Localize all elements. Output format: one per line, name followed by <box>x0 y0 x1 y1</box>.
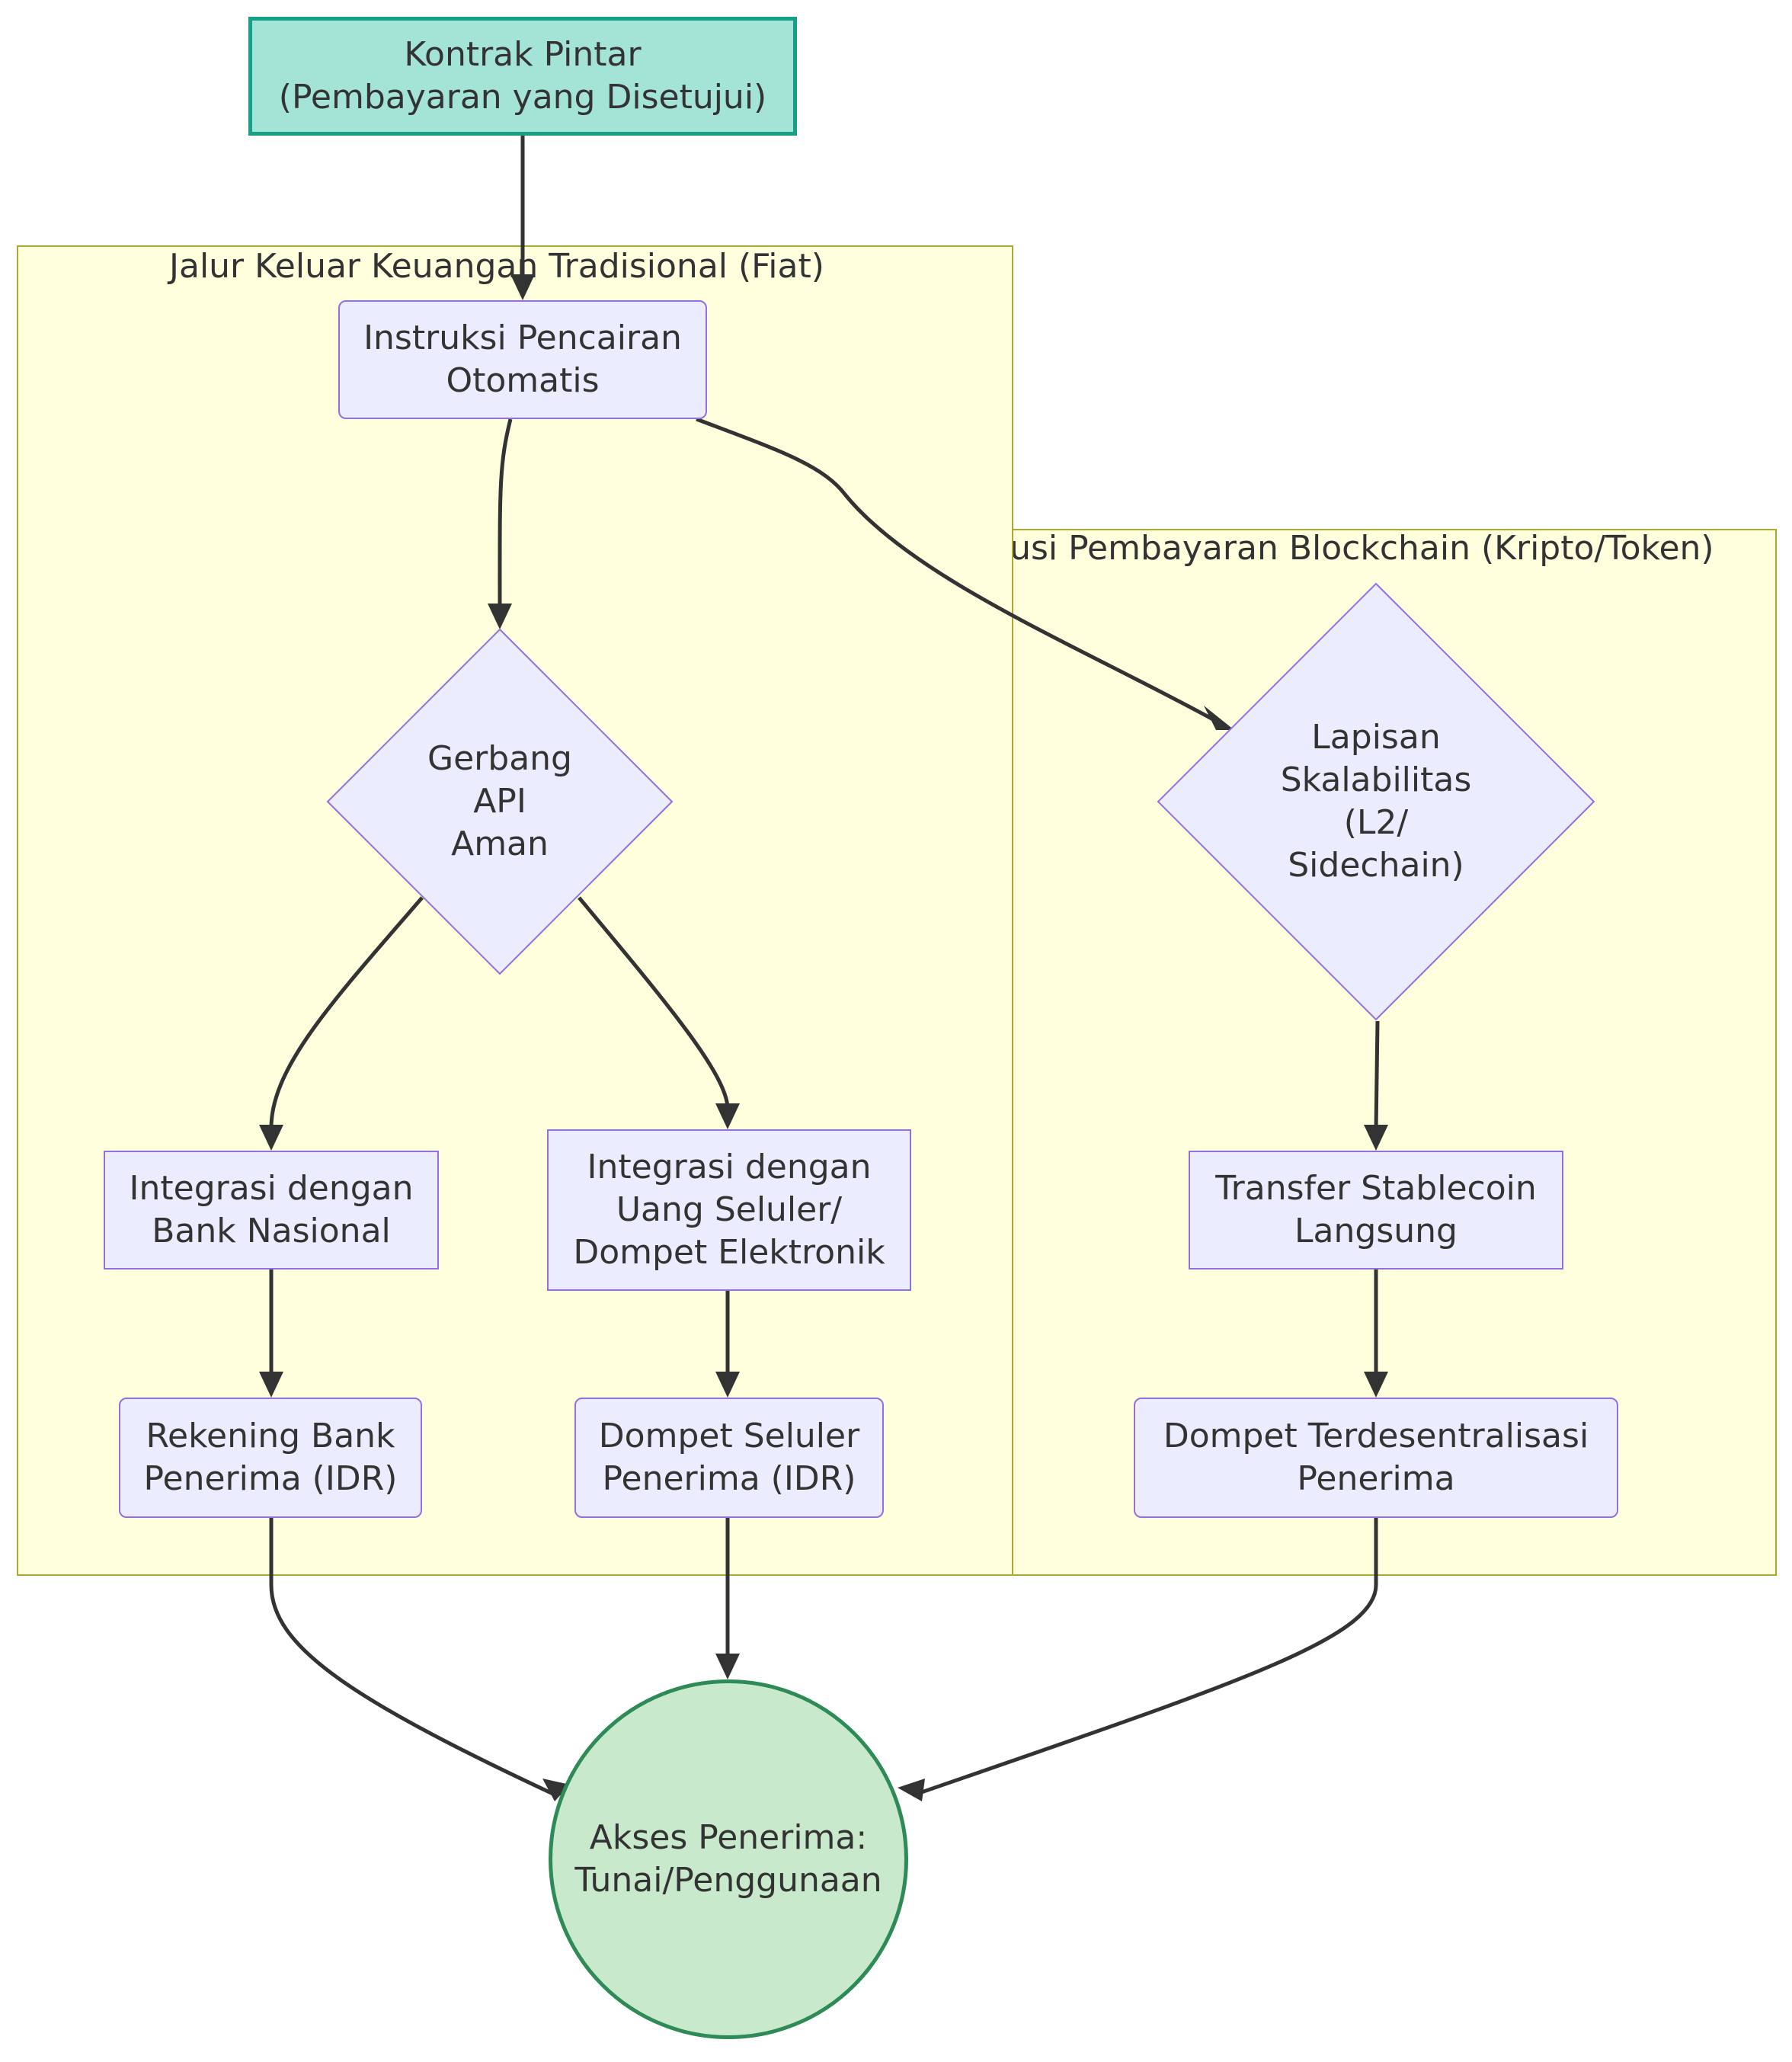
arrowhead-akses-right <box>898 1779 925 1801</box>
node-integrasi-bank: Integrasi dengan Bank Nasional <box>104 1151 439 1270</box>
node-transfer-stablecoin-label: Transfer Stablecoin Langsung <box>1215 1169 1537 1250</box>
edge-instruksi-gerbang <box>498 418 513 610</box>
arrowhead-akses-mid <box>715 1654 740 1679</box>
node-dompet-seluler-label: Dompet Seluler Penerima (IDR) <box>598 1417 860 1498</box>
edge-lapisan-stablecoin <box>1374 1020 1380 1132</box>
arrowhead-mobile <box>715 1103 740 1129</box>
lapisan-diamond <box>1157 582 1595 1021</box>
cluster-blockchain-label: Solusi Pembayaran Blockchain (Kripto/Tok… <box>958 529 1714 568</box>
arrowhead-rekening <box>259 1372 283 1398</box>
node-rekening-bank-label: Rekening Bank Penerima (IDR) <box>143 1417 398 1498</box>
arrowhead-instruksi <box>510 274 535 300</box>
node-akses-penerima-label: Akses Penerima: Tunai/Penggunaan <box>574 1818 882 1900</box>
arrowhead-akses-left <box>542 1779 570 1801</box>
node-instruksi-pencairan: Instruksi Pencairan Otomatis <box>338 300 707 419</box>
node-kontrak-pintar-label: Kontrak Pintar (Pembayaran yang Disetuju… <box>278 35 767 117</box>
node-lapisan-skalabilitas-label: Lapisan Skalabilitas (L2/ Sidechain) <box>1280 718 1472 885</box>
node-transfer-stablecoin: Transfer Stablecoin Langsung <box>1189 1151 1563 1270</box>
edge-instruksi-lapisan <box>696 417 1214 722</box>
node-dompet-terdesentralisasi: Dompet Terdesentralisasi Penerima <box>1134 1398 1618 1518</box>
arrowhead-gerbang <box>488 604 512 629</box>
node-integrasi-uang-seluler-label: Integrasi dengan Uang Seluler/ Dompet El… <box>573 1148 885 1272</box>
arrowhead-stablecoin <box>1364 1125 1388 1151</box>
node-gerbang-api-label: Gerbang API Aman <box>427 739 572 863</box>
node-rekening-bank: Rekening Bank Penerima (IDR) <box>119 1398 422 1518</box>
edge-gerbang-mobile <box>578 896 730 1109</box>
node-kontrak-pintar: Kontrak Pintar (Pembayaran yang Disetuju… <box>248 17 797 136</box>
arrowhead-dompet <box>715 1372 740 1398</box>
gerbang-diamond <box>326 628 674 975</box>
node-instruksi-pencairan-label: Instruksi Pencairan Otomatis <box>363 319 682 400</box>
node-dompet-terdesentralisasi-label: Dompet Terdesentralisasi Penerima <box>1163 1417 1589 1498</box>
arrowhead-bank <box>259 1125 283 1151</box>
edge-rekening-akses <box>269 1518 558 1798</box>
cluster-fiat-label: Jalur Keluar Keuangan Tradisional (Fiat) <box>169 247 824 286</box>
edge-gerbang-bank <box>269 896 424 1131</box>
arrowhead-lapisan <box>1204 706 1234 730</box>
node-dompet-seluler: Dompet Seluler Penerima (IDR) <box>574 1398 884 1518</box>
node-akses-penerima: Akses Penerima: Tunai/Penggunaan <box>549 1679 908 2039</box>
arrowhead-desentral <box>1364 1372 1388 1398</box>
node-integrasi-uang-seluler: Integrasi dengan Uang Seluler/ Dompet El… <box>547 1129 911 1291</box>
edge-desentral-akses <box>912 1518 1378 1798</box>
node-integrasi-bank-label: Integrasi dengan Bank Nasional <box>129 1169 414 1250</box>
